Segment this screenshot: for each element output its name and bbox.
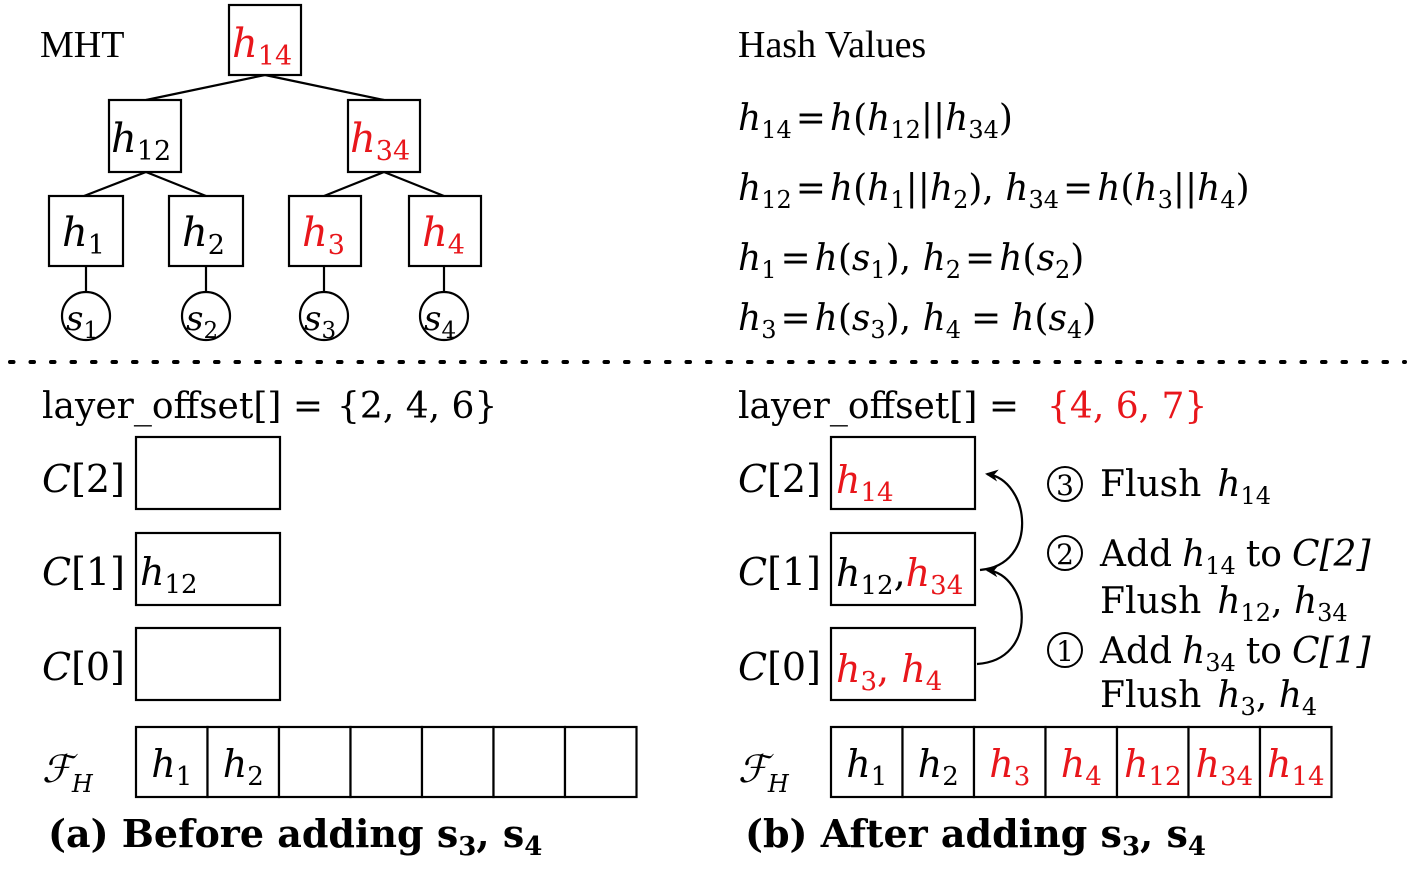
panel-b-cache-c1-content: h12,h34	[836, 551, 963, 601]
tree-node-h14	[227, 3, 303, 77]
file-cell	[134, 725, 209, 799]
tree-leaf-label: s1	[66, 299, 98, 344]
tree-edge	[145, 73, 266, 102]
panel-a-cache-box-c0	[134, 626, 282, 702]
tree-leaf-label: s4	[424, 299, 456, 344]
tree-node-h34	[346, 98, 422, 174]
file-cell	[972, 725, 1047, 799]
tree-node-h4	[407, 194, 483, 268]
file-cell	[1187, 725, 1262, 799]
file-cell	[206, 725, 281, 799]
panel-b-cache-c2-content: h14	[836, 458, 894, 508]
file-cell	[1044, 725, 1119, 799]
panel-b-cache-box-c2	[829, 435, 977, 511]
tree-node-h2	[167, 194, 245, 268]
file-cell-label: h3	[989, 742, 1030, 792]
file-cell	[1258, 725, 1333, 799]
panel-a-cache-label-c0: C[0]	[42, 645, 125, 689]
panel-a-file-array: h1 h2	[134, 725, 638, 799]
panel-a-cache-label-c2: C[2]	[42, 457, 125, 501]
tree-node-labels: h14 h12 h34 h1 h2 h3 h4	[62, 21, 465, 261]
panel-b-cache-box-c1	[829, 531, 977, 607]
file-cell-label: h2	[918, 742, 959, 792]
file-cell-label: h12	[1124, 742, 1182, 792]
file-cell	[901, 725, 976, 799]
tree-edge	[83, 170, 147, 198]
panel-b-cache-c0-content: h3, h4	[836, 647, 942, 697]
panel-b-cache-box-c0	[829, 626, 977, 702]
panel-a-cache-box-c1	[134, 531, 282, 607]
tree-title: MHT	[40, 24, 124, 66]
step-3-number: 3	[1056, 469, 1074, 502]
panel-a-layer-offset: layer_offset[] ={2, 4, 6}	[42, 386, 497, 427]
file-cell	[563, 725, 638, 799]
panel-b-file-label: ℱH	[738, 747, 790, 798]
flush-arrow-c1-to-c2	[979, 469, 1024, 572]
step-1-number: 1	[1056, 635, 1074, 668]
file-cell-label: h1	[846, 742, 887, 792]
file-cell-label: h14	[1267, 742, 1325, 792]
file-cell	[420, 725, 495, 799]
panel-b-caption: (b) After adding s3, s4	[745, 811, 1206, 862]
tree-edges	[83, 73, 446, 292]
step-2-number: 2	[1056, 538, 1074, 571]
tree-leaf-label: s3	[304, 299, 336, 344]
panel-b-cache-label-c2: C[2]	[738, 457, 821, 501]
tree-node-label-h2: h2	[182, 210, 225, 261]
flush-arrow-c0-to-c1	[976, 565, 1023, 666]
tree-node-h1	[47, 194, 125, 268]
hash-equation-3: h1=h(s1), h2=h(s2)	[738, 238, 1084, 284]
panel-a-file-label: ℱH	[42, 747, 94, 798]
step-1-circle-icon	[1047, 632, 1083, 668]
tree-edge	[383, 170, 445, 198]
tree-edge	[323, 170, 385, 198]
panel-a-cache-label-c1: C[1]	[42, 550, 125, 594]
file-cell-label: h2	[223, 742, 264, 792]
file-cell	[829, 725, 904, 799]
tree-edge	[145, 170, 207, 198]
hash-equation-4: h3=h(s3), h4=h(s4)	[738, 298, 1096, 344]
tree-node-label-h34: h34	[350, 116, 410, 167]
tree-node-h12	[107, 98, 183, 174]
file-cell	[349, 725, 424, 799]
tree-node-label-h1: h1	[62, 210, 105, 261]
hash-equation-2: h12=h(h1||h2), h34=h(h3||h4)	[738, 168, 1250, 214]
tree-leaf-s1	[60, 290, 112, 342]
panel-b-cache-label-c1: C[1]	[738, 550, 821, 594]
file-cell-label: h34	[1195, 742, 1253, 792]
hash-values-title: Hash Values	[738, 24, 926, 66]
file-cell	[277, 725, 352, 799]
file-cell	[492, 725, 567, 799]
tree-node-label-h14: h14	[232, 21, 292, 72]
file-cell-label: h4	[1061, 742, 1102, 792]
panel-b-file-array: h1 h2 h3 h4 h12 h34 h14	[829, 725, 1333, 799]
panel-a-cache-c1-content: h12	[140, 550, 198, 600]
hash-equation-1: h14=h(h12||h34)	[738, 98, 1013, 144]
file-cell	[1115, 725, 1190, 799]
tree-leaf-s3	[298, 290, 350, 342]
tree-edge	[264, 73, 385, 102]
panel-b-layer-offset: layer_offset[] ={4, 6, 7}	[738, 386, 1207, 427]
tree-leaf-label: s2	[186, 299, 218, 344]
tree-node-label-h12: h12	[111, 116, 171, 167]
tree-node-label-h4: h4	[422, 210, 465, 261]
file-cell-label: h1	[151, 742, 192, 792]
panel-a-cache-box-c2	[134, 435, 282, 511]
step-2-circle-icon	[1047, 535, 1083, 571]
panel-b-cache-label-c0: C[0]	[738, 645, 821, 689]
panel-a-caption: (a) Before adding s3, s4	[48, 811, 542, 862]
tree-leaf-s2	[180, 290, 232, 342]
tree-node-h3	[287, 194, 363, 268]
tree-leaf-s4	[418, 290, 470, 342]
tree-node-label-h3: h3	[302, 210, 345, 261]
step-3-circle-icon	[1047, 466, 1083, 502]
